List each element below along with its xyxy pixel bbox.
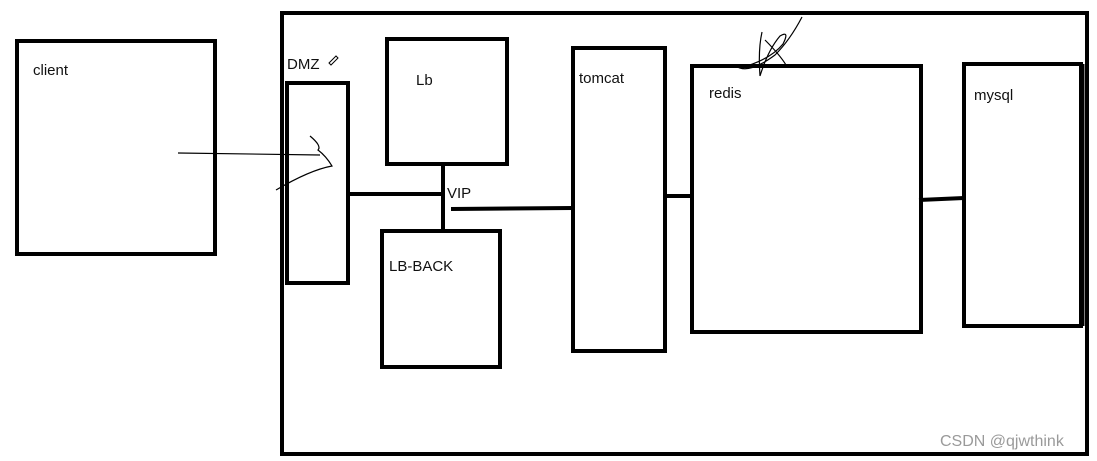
- lb-back-label: LB-BACK: [389, 258, 453, 275]
- tomcat-label: tomcat: [579, 70, 625, 87]
- lb-label: Lb: [416, 72, 433, 89]
- tomcat-box: [571, 46, 667, 353]
- mysql-label: mysql: [974, 87, 1013, 104]
- lb-back-box: [380, 229, 502, 369]
- client-to-dmz-arrow: [177, 135, 333, 191]
- mysql-box: [962, 62, 1083, 328]
- watermark: CSDN @qjwthink: [940, 433, 1065, 450]
- dmz-box: [285, 81, 350, 285]
- pencil-icon: [328, 55, 339, 66]
- dmz-label: DMZ: [287, 56, 320, 73]
- client-label: client: [33, 62, 69, 79]
- client-box: [15, 39, 217, 256]
- system-boundary: [280, 11, 1089, 456]
- scribble-mark: [737, 16, 803, 77]
- vip-connectors: [348, 162, 574, 233]
- redis-to-mysql-connector: [918, 196, 965, 202]
- vip-label: VIP: [447, 185, 471, 202]
- lb-box: [385, 37, 509, 166]
- redis-box: [690, 64, 923, 334]
- redis-label: redis: [709, 85, 742, 102]
